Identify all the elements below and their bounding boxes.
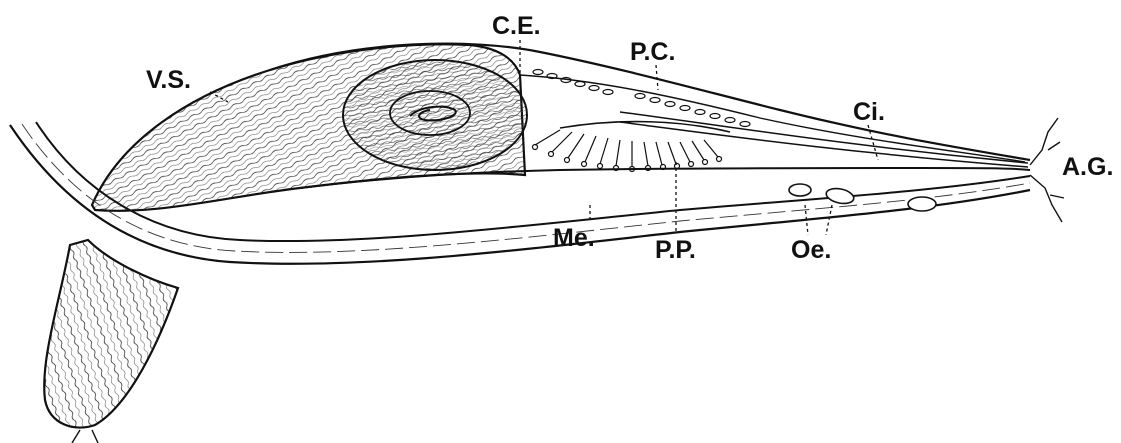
label-ag: A.G. [1062, 155, 1113, 180]
prostatic-cells [533, 70, 750, 127]
label-ci: Ci. [853, 100, 885, 125]
terminal-lobe-tip [72, 430, 98, 443]
label-pc: P.C. [630, 40, 675, 65]
label-me: Me. [553, 226, 595, 251]
atrium-branch [1030, 118, 1064, 222]
label-oe: Oe. [791, 238, 831, 263]
label-vs: V.S. [146, 68, 191, 93]
label-ce: C.E. [492, 14, 541, 39]
body-inner-dorsal [520, 75, 1025, 162]
label-pp: P.P. [655, 238, 696, 263]
terminal-lobe [44, 240, 178, 428]
coiled-region [343, 60, 527, 170]
eggs [789, 184, 936, 211]
pars-prostatica [533, 122, 731, 172]
